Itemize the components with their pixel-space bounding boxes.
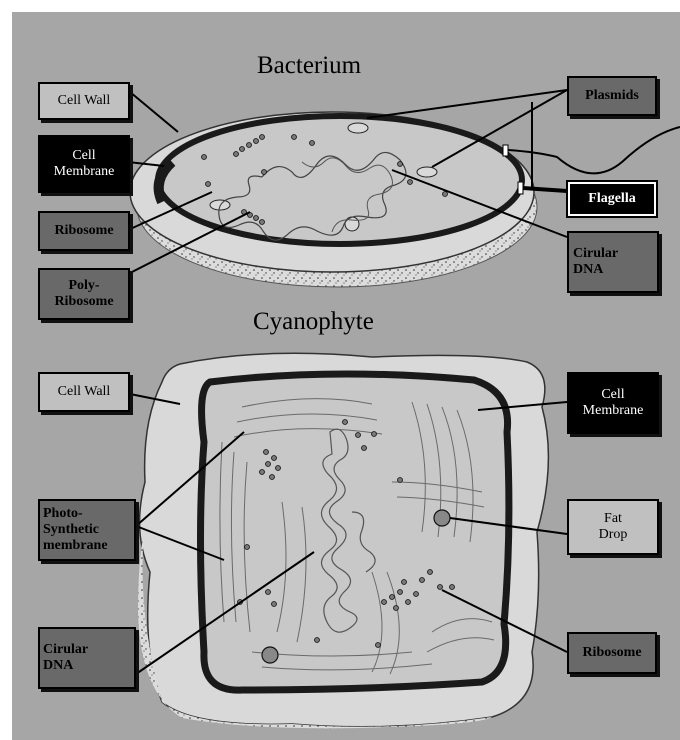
label-flagella: Flagella: [568, 182, 656, 216]
diagram-canvas: Bacterium Cyanophyte Cell Wall Cell Memb…: [12, 12, 680, 740]
label-bacterium-poly-ribosome: Poly- Ribosome: [38, 268, 130, 320]
label-cyanophyte-ribosome: Ribosome: [567, 632, 657, 674]
label-cyanophyte-cell-wall: Cell Wall: [38, 372, 130, 412]
label-bacterium-ribosome: Ribosome: [38, 211, 130, 251]
label-cyanophyte-cell-membrane: Cell Membrane: [567, 372, 659, 434]
label-bacterium-cell-wall: Cell Wall: [38, 82, 130, 120]
label-bacterium-cell-membrane: Cell Membrane: [38, 135, 130, 193]
label-cyanophyte-circular-dna: Cirular DNA: [38, 627, 136, 689]
label-fat-drop: Fat Drop: [567, 499, 659, 555]
cyanophyte-title: Cyanophyte: [253, 308, 374, 336]
label-photo-synthetic-membrane: Photo- Synthetic membrane: [38, 499, 136, 561]
label-plasmids: Plasmids: [567, 76, 657, 116]
label-bacterium-circular-dna: Cirular DNA: [567, 231, 659, 293]
bacterium-title: Bacterium: [257, 52, 361, 80]
